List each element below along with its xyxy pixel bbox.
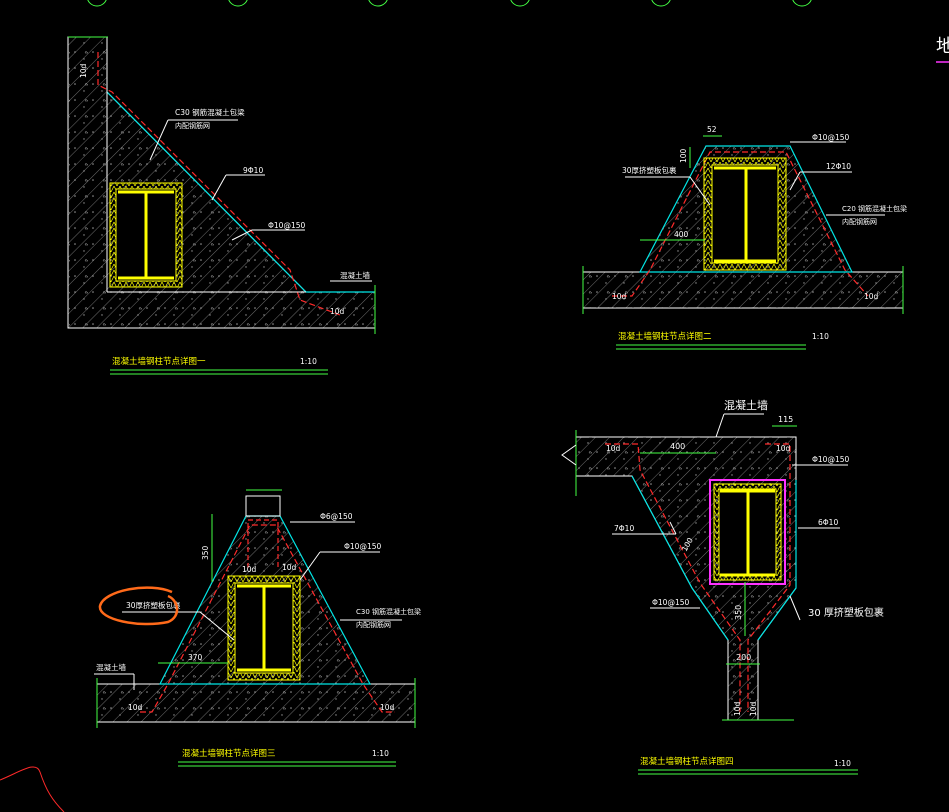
rebar-line xyxy=(140,524,395,713)
label-bars: 12Φ10 xyxy=(826,162,851,171)
label-stirrup-b: Φ10@150 xyxy=(344,542,381,551)
dim-400: 400 xyxy=(670,442,685,451)
label-wall: 混凝土墙 xyxy=(724,398,768,412)
label-mesh: 内配钢筋网 xyxy=(842,217,877,226)
label-board: 30 厚挤塑板包裹 xyxy=(808,606,884,619)
leader-line xyxy=(211,174,227,201)
label-stirrup-a: Φ6@150 xyxy=(320,512,353,521)
label-anchor-bottom-r: 10d xyxy=(380,703,395,712)
detail-title: 混凝土墙钢柱节点详图四 xyxy=(640,756,734,767)
label-stirrup: Φ10@150 xyxy=(812,133,849,142)
label-stirrup: Φ10@150 xyxy=(268,221,305,230)
concrete-edge xyxy=(757,480,797,641)
detail-scale: 1:10 xyxy=(812,332,829,341)
wall-stub xyxy=(245,495,281,517)
label-c30: C30 钢筋混凝土包梁 xyxy=(175,107,245,117)
foam-board-outline xyxy=(709,479,786,585)
label-anchor-top: 10d xyxy=(79,63,88,78)
leader-line xyxy=(231,229,253,241)
label-anchor-r: 10d xyxy=(282,563,297,572)
dim-115: 115 xyxy=(778,415,793,424)
label-anchor-left: 10d xyxy=(612,292,627,301)
label-anchor-r: 10d xyxy=(776,444,791,453)
label-anchor-right: 10d xyxy=(864,292,879,301)
label-anchor-l: 10d xyxy=(606,444,621,453)
dim-52: 52 xyxy=(707,125,717,134)
detail-3[interactable]: Φ6@150 Φ10@150 350 10d 10d 30厚挤塑板包裹 C30 … xyxy=(94,489,421,767)
dim-200: 200 xyxy=(736,653,751,662)
rebar-line xyxy=(605,443,741,712)
leader-line xyxy=(789,171,801,191)
dim-350: 350 xyxy=(201,545,210,560)
leader-line xyxy=(149,119,169,161)
leader-line xyxy=(789,595,801,621)
dim-100: 100 xyxy=(679,148,688,163)
leader-line xyxy=(199,611,235,641)
detail-1[interactable]: C30 钢筋混凝土包梁 内配钢筋网 9Φ10 Φ10@150 混凝土墙 10d … xyxy=(67,36,376,375)
label-stirrup-l: Φ10@150 xyxy=(652,598,689,607)
wall-aggregate xyxy=(97,684,415,722)
top-right-glyph: 地 xyxy=(936,36,949,57)
leader-line xyxy=(299,551,321,581)
label-c30: C30 钢筋混凝土包梁 xyxy=(356,607,421,616)
grid-bubble xyxy=(792,0,812,7)
detail-title: 混凝土墙钢柱节点详图二 xyxy=(618,331,712,342)
rebar-line xyxy=(97,52,341,316)
label-anchor-bottom: 10d xyxy=(330,307,345,316)
label-wall: 混凝土墙 xyxy=(340,270,370,280)
label-bars-l: 7Φ10 xyxy=(614,524,634,533)
wall-aggregate xyxy=(583,272,903,308)
label-board: 30厚挤塑板包裹 xyxy=(622,165,677,175)
concrete-edge xyxy=(631,475,729,641)
label-c20: C20 钢筋混凝土包梁 xyxy=(842,204,907,213)
detail-scale: 1:10 xyxy=(300,357,317,366)
detail-4[interactable]: 混凝土墙 115 400 10d 10d Φ10@150 6Φ10 7Φ10 1… xyxy=(561,398,884,775)
label-anchor-bottom-l: 10d xyxy=(128,703,143,712)
grid-bubble xyxy=(510,0,530,7)
dim-370: 370 xyxy=(188,653,203,662)
label-stirrup-r: Φ10@150 xyxy=(812,455,849,464)
label-bars: 9Φ10 xyxy=(243,166,263,175)
annotation-circle xyxy=(98,586,179,626)
grid-bubble xyxy=(651,0,671,7)
label-anchor-l: 10d xyxy=(242,565,257,574)
label-anchor-bl: 10d xyxy=(733,701,742,716)
break-symbol xyxy=(561,444,577,466)
label-board: 30厚挤塑板包裹 xyxy=(126,600,181,610)
detail-title: 混凝土墙钢柱节点详图一 xyxy=(112,356,206,367)
leader-line xyxy=(669,521,677,535)
label-mesh: 内配钢筋网 xyxy=(356,620,391,629)
label-bars-r: 6Φ10 xyxy=(818,518,838,527)
leader-line xyxy=(689,176,711,206)
dim-400: 400 xyxy=(674,230,689,239)
label-anchor-br: 10d xyxy=(749,701,758,716)
rebar-line xyxy=(747,443,791,712)
detail-scale: 1:10 xyxy=(834,759,851,768)
leader-line xyxy=(715,413,725,438)
grid-axis-bubbles xyxy=(87,0,812,7)
rebar-line xyxy=(612,151,869,297)
grid-bubble xyxy=(228,0,248,7)
rebar-line xyxy=(247,519,279,568)
detail-2[interactable]: 52 100 400 30厚挤塑板包裹 Φ10@150 12Φ10 C20 钢筋… xyxy=(582,125,907,350)
label-wall: 混凝土墙 xyxy=(96,662,126,672)
dim-350: 350 xyxy=(734,605,743,620)
grid-bubble xyxy=(87,0,107,7)
label-mesh: 内配钢筋网 xyxy=(175,121,210,130)
stray-arc xyxy=(0,766,65,812)
grid-bubble xyxy=(368,0,388,7)
detail-scale: 1:10 xyxy=(372,749,389,758)
detail-title: 混凝土墙钢柱节点详图三 xyxy=(182,748,276,759)
